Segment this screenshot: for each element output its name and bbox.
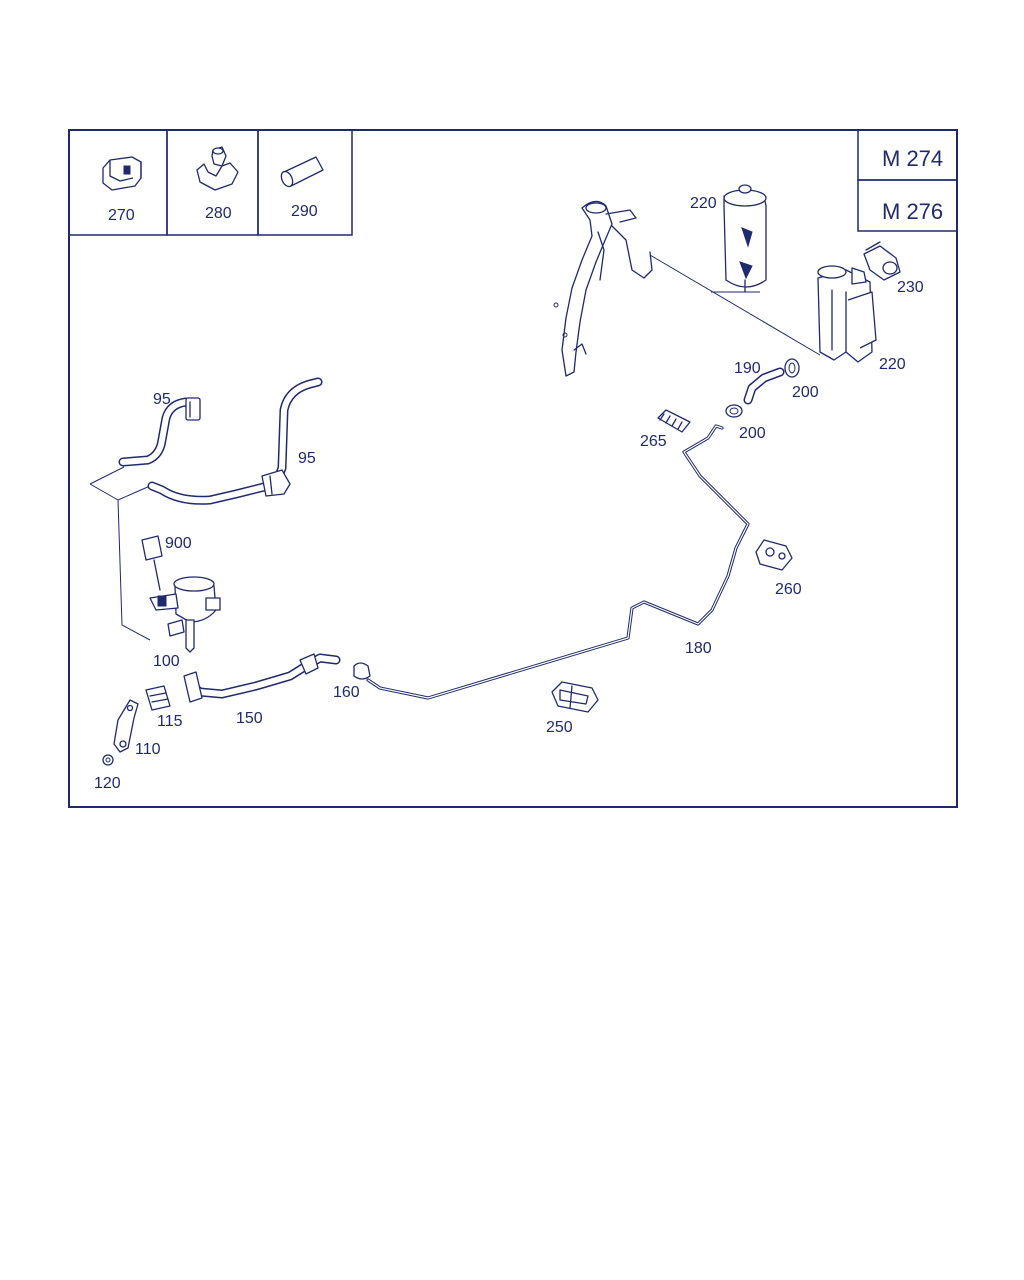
callout-230: 230 bbox=[897, 279, 924, 296]
hose-190 bbox=[743, 367, 785, 405]
hose-95-right bbox=[147, 377, 323, 505]
pipe-180 bbox=[366, 424, 750, 700]
callout-160: 160 bbox=[333, 684, 360, 701]
clip-260 bbox=[755, 539, 793, 571]
callout-100: 100 bbox=[153, 653, 180, 670]
valve-230 bbox=[863, 241, 901, 281]
clamp-200-upper bbox=[784, 358, 800, 378]
callout-115: 115 bbox=[157, 713, 183, 730]
hose-95-left bbox=[118, 397, 201, 467]
callout-265: 265 bbox=[640, 433, 667, 450]
callout-150: 150 bbox=[236, 710, 263, 727]
canister-220-upper bbox=[723, 184, 767, 293]
clamp-200-lower bbox=[725, 404, 743, 418]
legend-number: 280 bbox=[205, 205, 232, 222]
callout-190: 190 bbox=[734, 360, 761, 377]
callout-110: 110 bbox=[135, 741, 161, 758]
connector-900 bbox=[141, 535, 163, 591]
purge-valve-100 bbox=[149, 576, 221, 653]
holder-icon bbox=[196, 146, 239, 191]
engine-code: M 276 bbox=[882, 199, 943, 224]
bracket-group bbox=[102, 685, 171, 766]
legend-number: 290 bbox=[291, 203, 318, 220]
hose-150 bbox=[183, 653, 341, 703]
connector-265 bbox=[657, 409, 691, 433]
callout-900: 900 bbox=[165, 535, 192, 552]
leader-lines bbox=[89, 254, 821, 641]
legend-panel: 270 280 290 bbox=[68, 129, 353, 236]
callout-120: 120 bbox=[94, 775, 121, 792]
callout-250: 250 bbox=[546, 719, 573, 736]
callout-220: 220 bbox=[690, 195, 717, 212]
filler-neck bbox=[553, 200, 653, 377]
legend-number: 270 bbox=[108, 207, 135, 224]
callout-220: 220 bbox=[879, 356, 906, 373]
callouts: 95 95 900 100 115 110 120 150 160 180 19… bbox=[94, 195, 924, 792]
callout-180: 180 bbox=[685, 640, 712, 657]
callout-200: 200 bbox=[739, 425, 766, 442]
callout-95: 95 bbox=[298, 450, 316, 467]
callout-200: 200 bbox=[792, 384, 819, 401]
clip-icon bbox=[102, 156, 142, 191]
engine-panel: M 274 M 276 bbox=[857, 129, 958, 232]
callout-260: 260 bbox=[775, 581, 802, 598]
canister-220-lower bbox=[817, 265, 877, 363]
sleeve-icon bbox=[280, 156, 324, 188]
callout-95: 95 bbox=[153, 391, 171, 408]
engine-code: M 274 bbox=[882, 146, 943, 171]
clip-250 bbox=[551, 681, 599, 713]
clamp-160 bbox=[353, 662, 371, 680]
diagram-frame bbox=[68, 129, 958, 808]
